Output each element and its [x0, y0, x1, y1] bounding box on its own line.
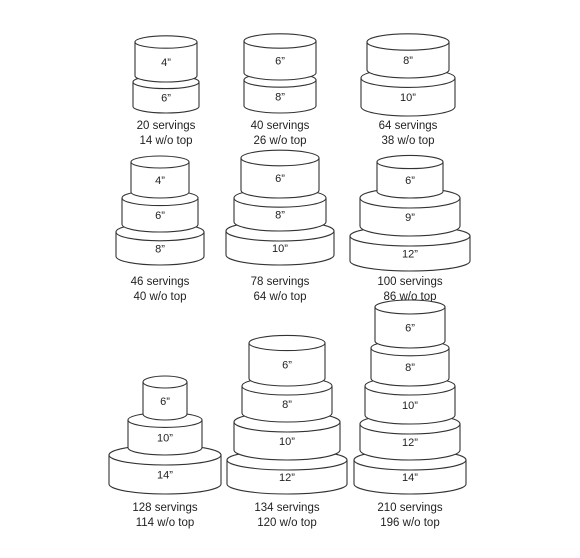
cake-2: 8” 6” 40 servings 26 w/o top	[243, 33, 317, 147]
tier-size-label: 6”	[160, 396, 170, 408]
tier-size-label: 14”	[157, 470, 173, 482]
tier-side	[360, 77, 456, 117]
tier-size-label: 8”	[405, 362, 415, 374]
tier-side	[121, 197, 199, 233]
tier-size-label: 6”	[405, 323, 415, 335]
cake-tier: 6”	[243, 33, 317, 81]
without-top-label: 38 w/o top	[381, 135, 434, 147]
tier-top	[248, 334, 326, 352]
without-top-label: 120 w/o top	[257, 517, 316, 529]
tier-side	[374, 306, 446, 349]
servings-label: 128 servings	[132, 502, 197, 514]
tier-size-label: 14”	[402, 472, 418, 484]
tier-side	[243, 79, 317, 114]
tier-top	[376, 154, 444, 170]
cake-8: 12” 10” 8” 6” 134 servings 120 w/o top	[226, 334, 348, 529]
without-top-label: 64 w/o top	[253, 291, 306, 303]
cake-4: 8” 6” 4” 46 servings 40 w/o top	[115, 155, 205, 303]
cake-9: 14” 12” 10” 8” 6” 210 servings 196 w/o top	[353, 299, 467, 529]
tier-side	[366, 41, 450, 79]
tier-size-label: 12”	[402, 249, 418, 261]
tier-top	[366, 33, 450, 51]
tier-side	[134, 41, 198, 83]
tier-side	[370, 347, 450, 387]
tier-side	[132, 81, 200, 114]
tier-size-label: 9”	[405, 212, 415, 224]
tier-size-label: 8”	[275, 92, 285, 104]
tier-side	[142, 381, 188, 421]
tier-side	[233, 421, 341, 461]
cake-tier: 4”	[130, 155, 190, 199]
cake-3: 10” 8” 64 servings 38 w/o top	[360, 33, 456, 147]
tier-size-label: 8”	[275, 210, 285, 222]
tier-side	[240, 157, 320, 199]
tier-side	[359, 197, 461, 237]
tier-size-label: 8”	[403, 55, 413, 67]
servings-label: 134 servings	[254, 502, 319, 514]
servings-label: 20 servings	[137, 120, 196, 132]
tier-size-label: 6”	[275, 173, 285, 185]
tier-size-label: 8”	[155, 244, 165, 256]
servings-label: 46 servings	[131, 276, 190, 288]
tier-size-label: 10”	[279, 436, 295, 448]
without-top-label: 114 w/o top	[136, 517, 195, 529]
cake-1: 6” 4” 20 servings 14 w/o top	[132, 35, 200, 147]
tier-size-label: 6”	[405, 175, 415, 187]
tier-size-label: 6”	[161, 93, 171, 105]
tier-top	[240, 149, 320, 167]
tier-side	[248, 342, 326, 387]
tier-side	[243, 40, 317, 81]
tier-size-label: 10”	[157, 433, 173, 445]
tier-top	[134, 35, 198, 49]
tier-side	[364, 385, 456, 425]
cake-tier: 8”	[366, 33, 450, 79]
tier-side	[127, 419, 203, 456]
tier-top	[374, 299, 446, 315]
without-top-label: 26 w/o top	[253, 135, 306, 147]
tier-top	[243, 33, 317, 49]
without-top-label: 196 w/o top	[380, 517, 439, 529]
tier-side	[115, 231, 205, 266]
servings-label: 78 servings	[251, 276, 310, 288]
tier-top	[130, 155, 190, 169]
tier-size-label: 10”	[400, 92, 416, 104]
tier-size-label: 6”	[275, 56, 285, 68]
tier-side	[108, 454, 222, 495]
tier-side	[241, 385, 333, 423]
tier-side	[376, 161, 444, 199]
tier-size-label: 4”	[155, 175, 165, 187]
tier-size-label: 12”	[279, 472, 295, 484]
tier-size-label: 6”	[155, 210, 165, 222]
tier-size-label: 10”	[272, 243, 288, 255]
tier-size-label: 10”	[402, 400, 418, 412]
tier-size-label: 8”	[282, 399, 292, 411]
cakes-layer: 6” 4” 20 servings 14 w/o top 8” 6” 40 servings…	[108, 33, 471, 529]
cake-tier: 6”	[142, 375, 188, 421]
tier-size-label: 12”	[402, 437, 418, 449]
tier-size-label: 4”	[161, 57, 171, 69]
without-top-label: 14 w/o top	[139, 135, 192, 147]
servings-label: 100 servings	[377, 276, 442, 288]
tier-size-label: 6”	[282, 360, 292, 372]
tier-side	[130, 161, 190, 199]
servings-label: 40 servings	[251, 120, 310, 132]
servings-label: 210 servings	[377, 502, 442, 514]
without-top-label: 40 w/o top	[133, 291, 186, 303]
cake-tier: 6”	[374, 299, 446, 349]
cake-5: 10” 8” 6” 78 servings 64 w/o top	[225, 149, 335, 303]
cake-7: 14” 10” 6” 128 servings 114 w/o top	[108, 375, 222, 529]
cake-tier: 6”	[248, 334, 326, 387]
cake-tier: 6”	[376, 154, 444, 199]
cake-tier: 4”	[134, 35, 198, 83]
cake-tier: 6”	[240, 149, 320, 199]
servings-label: 64 servings	[379, 120, 438, 132]
tier-top	[142, 375, 188, 389]
